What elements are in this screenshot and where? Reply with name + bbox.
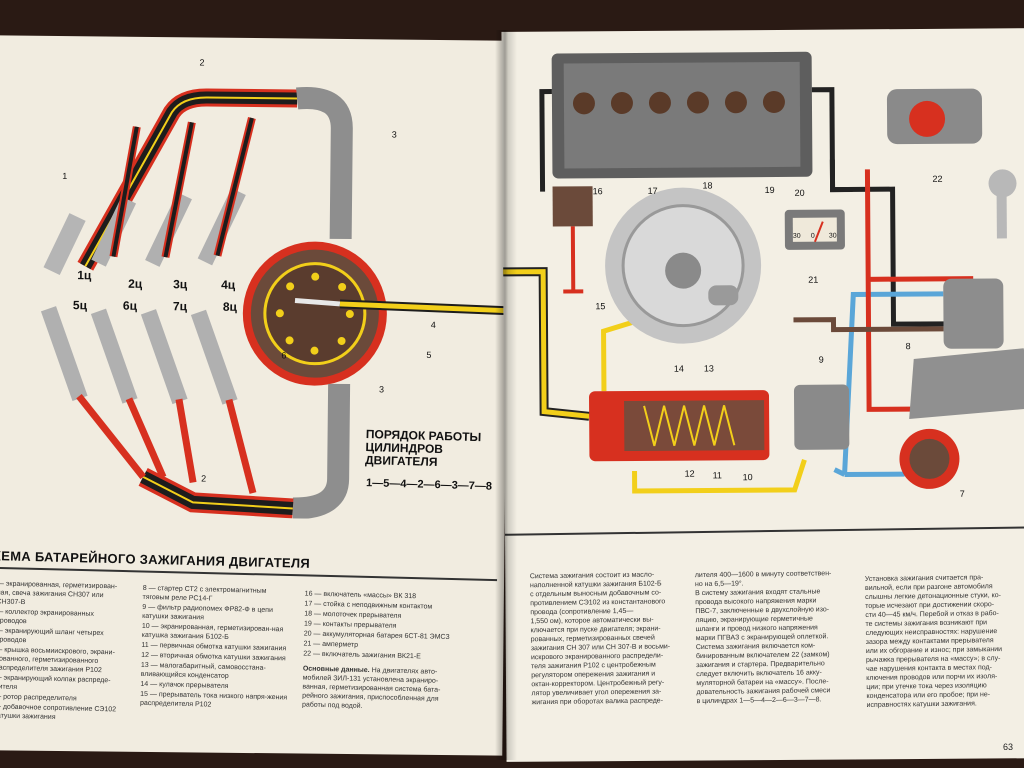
text-line: исправностях катушки зажигания.: [866, 700, 977, 709]
cylinder-label-3: 3ц: [173, 277, 188, 292]
text-col-2: лителя 400—1600 в минуту соответствен- н…: [695, 569, 857, 706]
cylinder-label-2: 2ц: [128, 276, 143, 291]
legend-item: — экранирующий шланг четырех проводов: [0, 627, 104, 645]
legend-item: 9 — фильтр радиопомех ФР82-Ф в цепи кату…: [142, 603, 273, 622]
upper-tube: [296, 86, 353, 240]
callout-4: 4: [430, 319, 436, 330]
ignition-diagram-left: [40, 86, 508, 520]
text-line: жигания при оборотах валика распреде-: [531, 697, 664, 707]
gauge-scale-right: 30: [828, 232, 837, 240]
cylinder-order-title-line2: ЦИЛИНДРОВ ДВИГАТЕЛЯ: [364, 439, 444, 470]
callout-20: 20: [794, 187, 805, 198]
left-page: 1ц 2ц 3ц 4ц 5ц 6ц 7ц 8ц 1 2 2 3 3 4 5 6 …: [0, 35, 510, 756]
callout-1: 1: [62, 171, 68, 182]
cylinder-label-1: 1ц: [77, 268, 92, 283]
spark-plug-7: [140, 309, 188, 405]
lower-tube: [292, 383, 351, 520]
callout-15: 15: [595, 301, 606, 312]
starter-relay: [943, 278, 1004, 349]
right-page: 16 17 18 19 20 21 22 15 14 13 12 11 10 9…: [501, 28, 1024, 762]
legend-item: 13 — малогабаритный, самовосстана-вливаю…: [140, 661, 266, 680]
cylinder-order-title: ПОРЯДОК РАБОТЫ ЦИЛИНДРОВ ДВИГАТЕЛЯ: [364, 427, 506, 471]
legend-item: — крышка восьмиискрового, экрани-рованно…: [0, 646, 115, 675]
legend-item: — коллектор экранированных проводов: [0, 608, 94, 626]
callout-7: 7: [959, 488, 965, 499]
gauge-scale-left: 30: [792, 232, 801, 240]
legend-item: 10 — экранированная, герметизирован-ная …: [141, 622, 284, 641]
callout-22: 22: [932, 173, 943, 184]
legend-item: 15 — прерыватель тока низкого напря-жени…: [139, 690, 288, 709]
callout-14: 14: [673, 363, 684, 374]
legend-item: 8 — стартер СТ2 с электромагнитным тягов…: [142, 584, 267, 603]
basic-data-title: Основные данные.: [302, 665, 370, 675]
cylinder-label-8: 8ц: [222, 299, 238, 314]
legend-item: — экранированная, герметизирован-ная, св…: [0, 580, 118, 607]
callout-18: 18: [702, 180, 713, 191]
spark-plug-6: [90, 308, 138, 404]
callout-9: 9: [818, 354, 824, 365]
starter: [909, 348, 1024, 420]
callout-10: 10: [742, 472, 753, 483]
callout-16: 16: [592, 186, 603, 197]
right-rule: [504, 526, 1024, 536]
spark-plug-8: [190, 309, 238, 405]
battery-caps: [572, 90, 785, 115]
callout-11: 11: [712, 470, 722, 481]
text-line: в цилиндрах 1—5—4—2—6—3—7—8.: [696, 696, 822, 706]
callout-6: 6: [281, 350, 287, 361]
spark-plug-4: [197, 117, 256, 266]
callout-5: 5: [426, 349, 432, 360]
cylinder-label-6: 6ц: [122, 298, 138, 313]
gauge-scale-zero: 0: [810, 232, 815, 240]
callout-3-bottom: 3: [379, 384, 385, 395]
text-col-3: Установка зажигания считается пра- вильн…: [865, 573, 1024, 710]
callout-8: 8: [905, 341, 911, 352]
callout-19: 19: [764, 184, 775, 196]
rotor: [294, 297, 341, 307]
cylinder-label-7: 7ц: [172, 299, 188, 314]
spark-plug-5: [40, 306, 88, 402]
callout-21: 21: [808, 274, 819, 285]
book-gutter: [495, 30, 517, 760]
condenser: [708, 285, 739, 306]
callout-2-top: 2: [199, 57, 205, 68]
yellow-wire-coil: [632, 459, 807, 494]
ground-switch: [552, 186, 593, 227]
callout-2-bottom: 2: [201, 473, 207, 484]
black-wire-right: [829, 159, 944, 327]
radio-filter: [793, 384, 850, 450]
legend-item: — добавочное сопротивление СЭ102 катушки…: [0, 703, 117, 721]
legend-col-3: 16 — включатель «массы» ВК 318 17 — стой…: [302, 589, 465, 714]
callout-12: 12: [684, 468, 695, 479]
basic-data-text: На двигателях авто-мобилей ЗИЛ-131 устан…: [301, 667, 441, 710]
legend-item: — экранирующий колпак распреде-лителя: [0, 674, 111, 691]
brown-wire: [793, 317, 944, 333]
cylinder-label-5: 5ц: [72, 298, 88, 313]
cylinder-label-4: 4ц: [221, 277, 236, 292]
spark-plug-2: [91, 126, 141, 267]
ignition-diagram-right: [503, 51, 1024, 494]
callout-13: 13: [703, 363, 714, 374]
page-number: 63: [1003, 742, 1014, 752]
spark-plug-3: [145, 121, 196, 267]
legend-col-1: — экранированная, герметизирован-ная, св…: [0, 579, 127, 724]
key-icon: [988, 169, 1017, 239]
legend-col-2: 8 — стартер СТ2 с электромагнитным тягов…: [140, 584, 293, 713]
callout-3-top: 3: [391, 129, 397, 140]
spark-plug-1: [43, 213, 86, 275]
callout-17: 17: [647, 185, 658, 196]
text-col-1: Система зажигания состоит из масло- напо…: [530, 570, 692, 707]
